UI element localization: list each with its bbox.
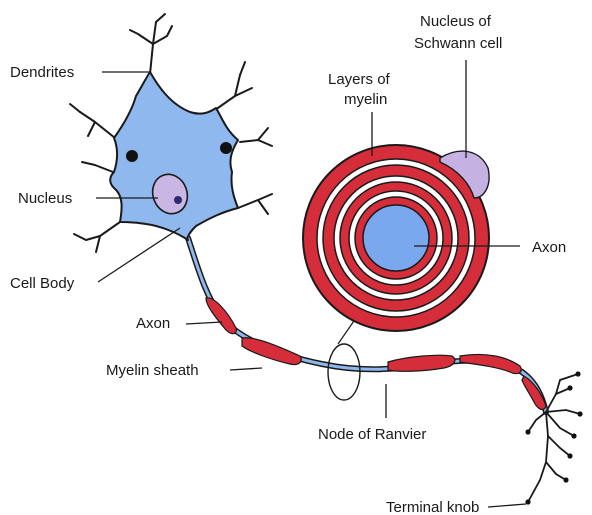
label-node-of-ranvier: Node of Ranvier	[318, 426, 426, 443]
label-nucleus: Nucleus	[18, 190, 72, 207]
axon-core-cross-section	[363, 205, 429, 271]
cell-granule	[220, 142, 232, 154]
myelin-segment	[388, 355, 455, 371]
node-link	[338, 318, 356, 344]
cell-granule	[126, 150, 138, 162]
node-of-ranvier-ring	[328, 344, 360, 400]
label-dendrites: Dendrites	[10, 64, 74, 81]
label-nucleus-of-schwann-2: Schwann cell	[414, 35, 502, 52]
nucleolus	[174, 196, 182, 204]
label-layers-of-myelin-2: myelin	[344, 91, 387, 108]
label-nucleus-of-schwann-1: Nucleus of	[420, 13, 492, 30]
myelin-segment	[242, 338, 301, 365]
label-cell-body: Cell Body	[10, 275, 75, 292]
label-axon-cross-section: Axon	[532, 239, 566, 256]
myelin-cross-section	[303, 145, 489, 331]
myelin-segment	[460, 354, 521, 373]
myelin-segment	[206, 298, 236, 334]
label-terminal-knob: Terminal knob	[386, 499, 479, 515]
label-myelin-sheath: Myelin sheath	[106, 362, 199, 379]
label-axon: Axon	[136, 315, 170, 332]
label-layers-of-myelin-1: Layers of	[328, 71, 391, 88]
